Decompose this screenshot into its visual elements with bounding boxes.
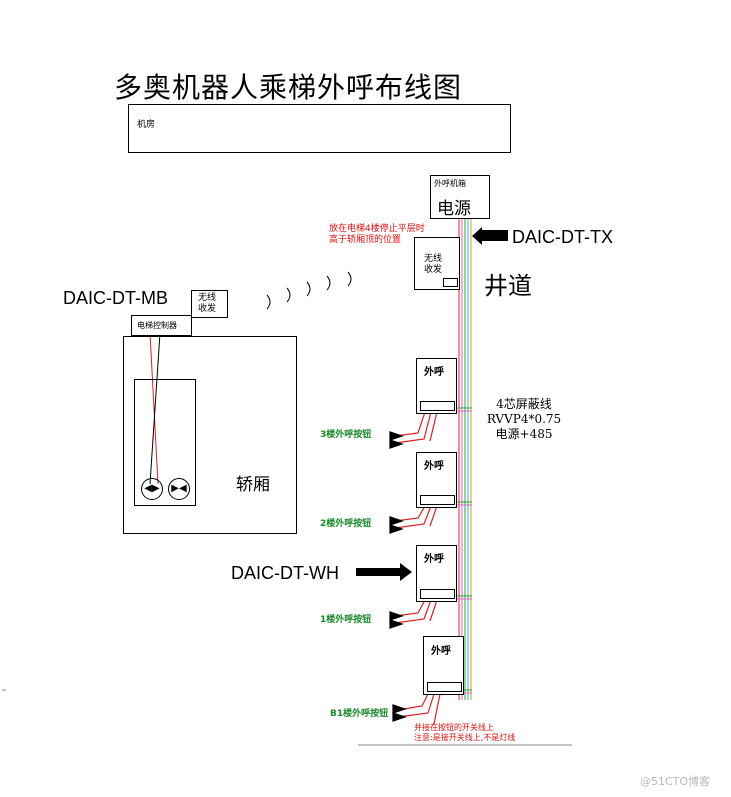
tx-wireless-line2: 收发 <box>424 265 443 275</box>
bottom-note-line2: 注意:是接开关线上,不是灯线 <box>414 733 516 742</box>
diagram-title: 多奥机器人乘梯外呼布线图 <box>114 71 463 104</box>
call-box-b1-label: 外呼 <box>431 646 451 657</box>
call-box-3f-label: 外呼 <box>424 367 444 378</box>
wave-4 <box>326 275 331 291</box>
machine-room-box: 机房 <box>128 104 511 153</box>
bottom-note-line1: 并接在按钮的开关线上 <box>414 723 494 732</box>
power-box: 外呼机箱 电源 <box>430 175 490 219</box>
shaft-label: 井道 <box>484 272 532 300</box>
button-wires-2f <box>389 505 438 534</box>
tx-wireless-label: 无线 收发 <box>424 254 442 276</box>
button-wires-3f <box>389 411 438 449</box>
mb-wireless-line2: 收发 <box>198 304 217 314</box>
car-wire-red <box>149 332 159 485</box>
watermark: @51CTO博客 <box>640 775 711 788</box>
open-door-button: ◀▶ <box>141 478 163 500</box>
button-label-2f: 2楼外呼按钮 <box>320 519 372 529</box>
call-box-3f: 外呼 <box>416 358 457 414</box>
wh-model-label: DAIC-DT-WH <box>231 563 339 583</box>
wave-2 <box>286 287 291 303</box>
car-panel: ◀▶ ▶◀ <box>134 379 196 506</box>
cable-line1: 4芯屏蔽线 <box>496 397 552 411</box>
tx-note-line1: 放在电梯4楼停止平层时 <box>329 224 425 234</box>
call-box-1f-terminals <box>420 589 455 599</box>
power-label: 电源 <box>437 199 471 219</box>
tx-wireless-box: 无线 收发 <box>414 237 460 290</box>
call-box-3f-terminals <box>420 401 455 411</box>
tx-note-line2: 高于轿厢顶的位置 <box>329 235 402 245</box>
elevator-controller-label: 电梯控制器 <box>137 321 177 330</box>
wave-3 <box>306 281 311 297</box>
arrow-tx <box>472 227 508 245</box>
car-label: 轿厢 <box>236 475 270 495</box>
elevator-controller-box: 电梯控制器 <box>131 315 192 336</box>
tx-note: 放在电梯4楼停止平层时 高于轿厢顶的位置 <box>329 224 425 246</box>
mb-wireless-label: 无线 收发 <box>198 293 216 315</box>
arrow-wh <box>356 563 412 581</box>
call-box-2f-terminals <box>420 495 455 505</box>
call-box-2f: 外呼 <box>416 452 457 508</box>
button-label-b1: B1楼外呼按钮 <box>330 709 389 719</box>
close-door-button: ▶◀ <box>168 478 190 500</box>
button-wires-b1 <box>392 693 441 725</box>
mb-wireless-box: 无线 收发 <box>191 290 228 318</box>
tx-wireless-line1: 无线 <box>424 254 443 264</box>
wave-5 <box>347 271 352 287</box>
button-label-3f: 3楼外呼按钮 <box>320 430 372 440</box>
bottom-note: 并接在按钮的开关线上 注意:是接开关线上,不是灯线 <box>414 723 515 743</box>
machine-room-label: 机房 <box>137 120 156 130</box>
call-box-1f: 外呼 <box>416 545 457 602</box>
car-box: 轿厢 <box>123 336 297 534</box>
tx-terminal <box>443 278 458 287</box>
wave-1 <box>266 294 271 310</box>
power-box-label: 外呼机箱 <box>434 179 466 188</box>
mb-model-label: DAIC-DT-MB <box>63 288 168 308</box>
button-label-1f: 1楼外呼按钮 <box>320 615 372 625</box>
button-wires-1f <box>389 599 438 629</box>
cable-line2: RVVP4*0.75 <box>486 412 562 426</box>
call-box-2f-label: 外呼 <box>424 461 444 472</box>
tx-model-label: DAIC-DT-TX <box>512 227 613 247</box>
cable-line3: 电源+485 <box>495 427 553 441</box>
car-wire-black <box>149 332 161 485</box>
call-box-b1-terminals <box>427 682 462 692</box>
mb-wireless-line1: 无线 <box>198 293 217 303</box>
call-box-1f-label: 外呼 <box>424 554 444 565</box>
cable-spec: 4芯屏蔽线 RVVP4*0.75 电源+485 <box>484 397 564 442</box>
call-box-b1: 外呼 <box>423 636 464 695</box>
